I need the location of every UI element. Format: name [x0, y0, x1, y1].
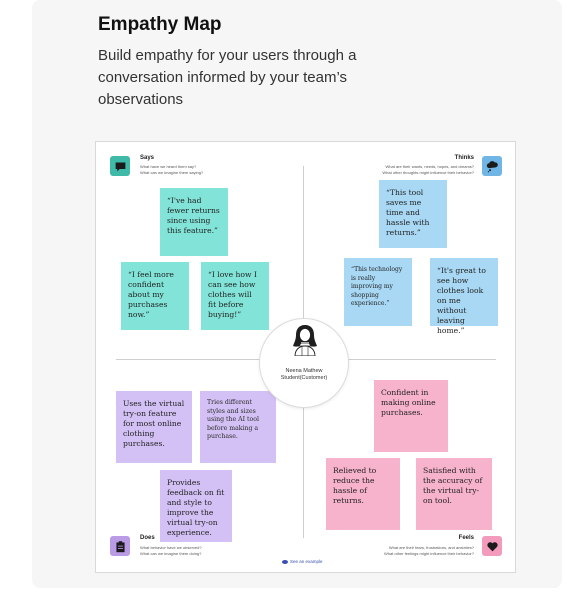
page-description: Build empathy for your users through a c…	[98, 47, 357, 108]
thought-cloud-icon	[482, 156, 502, 176]
feels-prompt-1: What are their fears, frustrations, and …	[388, 545, 474, 550]
feels-sticky-note[interactable]: Relieved to reduce the hassle of returns…	[326, 458, 400, 530]
thinks-sticky-note[interactable]: “It's great to see how clothes look on m…	[430, 258, 498, 335]
page-title: Empathy Map	[98, 14, 222, 35]
persona-avatar	[293, 325, 317, 356]
thinks-prompt-1: What are their wants, needs, hopes, and …	[385, 164, 475, 169]
does-sticky-note[interactable]: Provides feedback on fit and style to im…	[160, 470, 232, 542]
does-label: Does	[140, 535, 155, 541]
thinks-prompt-2: What other thoughts might influence thei…	[382, 170, 474, 175]
persona-role: Student(Customer)	[280, 375, 328, 381]
speech-bubble-icon	[110, 156, 130, 176]
feels-label: Feels	[458, 535, 474, 541]
says-prompt-1: What have we heard them say?	[140, 164, 197, 169]
thinks-sticky-note[interactable]: “This tool saves me time and hassle with…	[379, 180, 447, 248]
says-sticky-note[interactable]: “I've had fewer returns since using this…	[160, 188, 228, 256]
see-example-link[interactable]: See an example	[282, 559, 323, 564]
does-sticky-note[interactable]: Tries different styles and sizes using t…	[200, 391, 276, 463]
eye-icon	[282, 559, 288, 564]
feels-prompt-2: What other feelings might influence thei…	[383, 551, 474, 556]
says-label: Says	[140, 155, 155, 161]
persona-name: Neena Mathew	[285, 368, 323, 374]
persona-label: Neena Mathew Student(Customer)	[264, 368, 344, 382]
feels-sticky-note[interactable]: Satisfied with the accuracy of the virtu…	[416, 458, 492, 530]
says-sticky-note[interactable]: “I feel more confident about my purchase…	[121, 262, 189, 330]
heart-icon	[482, 536, 502, 556]
feels-sticky-note[interactable]: Confident in making online purchases.	[374, 380, 448, 452]
says-sticky-note[interactable]: “I love how I can see how clothes will f…	[201, 262, 269, 330]
see-example-label: See an example	[290, 559, 323, 564]
says-prompt-2: What can we imagine them saying?	[140, 170, 204, 175]
does-prompt-1: What behavior have we observed?	[140, 545, 202, 550]
does-sticky-note[interactable]: Uses the virtual try-on feature for most…	[116, 391, 192, 463]
does-prompt-2: What can we imagine them doing?	[140, 551, 202, 556]
thinks-sticky-note[interactable]: “This technology is really improving my …	[344, 258, 412, 326]
clipboard-icon	[110, 536, 130, 556]
thinks-label: Thinks	[454, 155, 474, 161]
